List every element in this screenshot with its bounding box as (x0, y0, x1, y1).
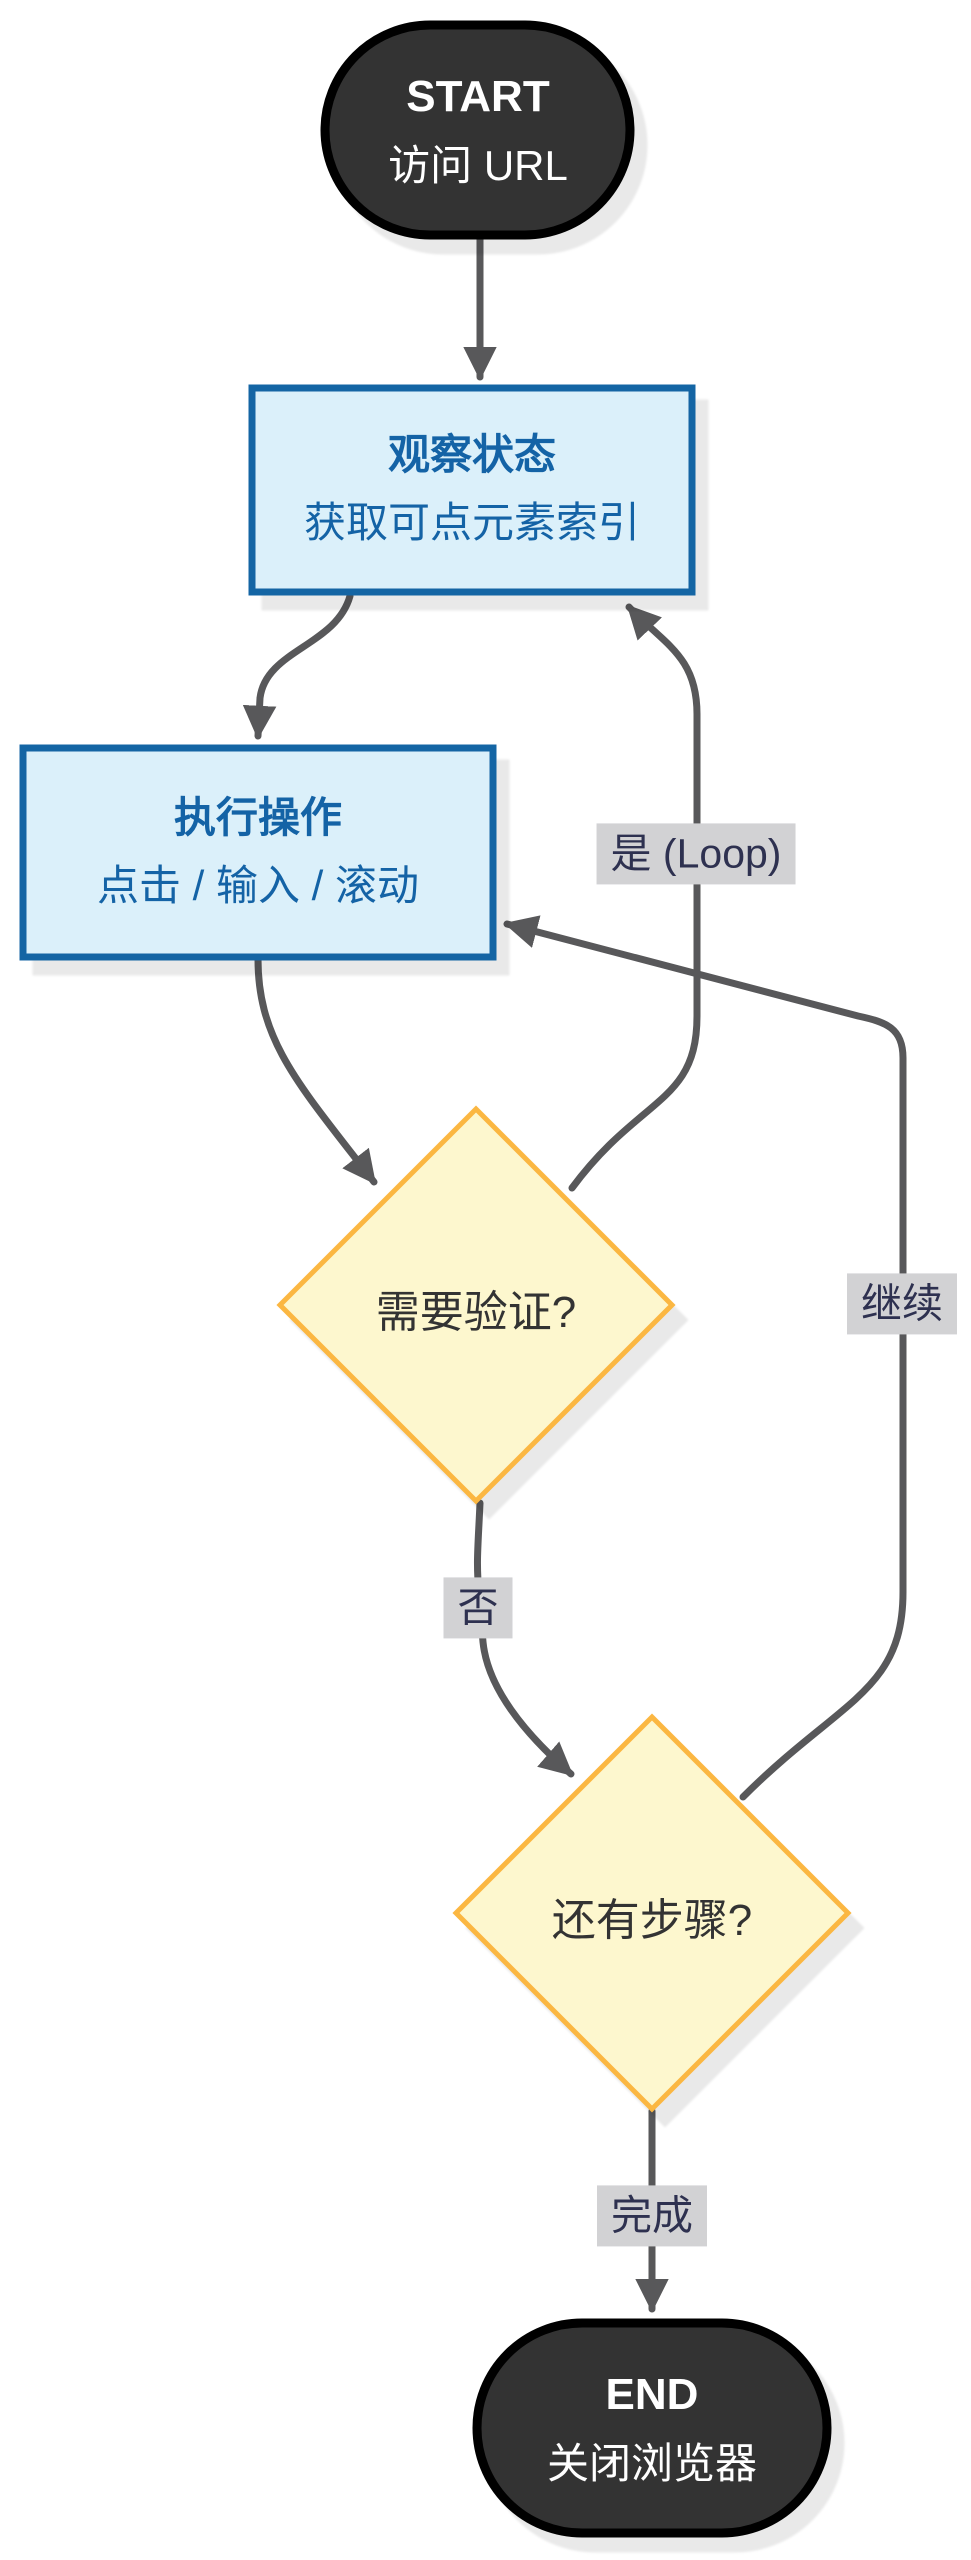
edge-label-done: 完成 (597, 2185, 707, 2247)
action-node-subtitle: 点击 / 输入 / 滚动 (96, 862, 420, 909)
action-node-label: 执行操作 点击 / 输入 / 滚动 (97, 797, 419, 907)
edge-verify-steps-no (473, 1499, 575, 1778)
end-node-shape (472, 2318, 832, 2538)
edge-verify-observe-yes (568, 603, 701, 1192)
verify-decision-shape (276, 1105, 676, 1505)
edge-steps-action-continue (503, 915, 907, 1801)
action-node-shape (19, 744, 497, 961)
observe-node-shape (248, 384, 696, 596)
end-node-title: END (605, 2370, 699, 2419)
start-node-subtitle: 访问 URL (388, 142, 568, 189)
start-node-title: START (406, 72, 550, 121)
edge-label-yes-loop: 是 (Loop) (596, 823, 796, 885)
start-node-shape (320, 20, 635, 240)
edge-label-continue: 继续 (847, 1273, 957, 1335)
start-node-label: START 访问 URL (388, 75, 568, 187)
end-node-label: END 关闭浏览器 (547, 2373, 757, 2485)
observe-node-label: 观察状态 获取可点元素索引 (304, 434, 640, 544)
end-node-subtitle: 关闭浏览器 (546, 2440, 758, 2487)
action-node-title: 执行操作 (173, 794, 343, 841)
observe-node-title: 观察状态 (387, 431, 557, 478)
edge-action-verify (254, 955, 378, 1186)
node-shapes (19, 20, 852, 2538)
observe-node-subtitle: 获取可点元素索引 (303, 499, 641, 546)
edge-label-no: 否 (443, 1577, 513, 1639)
edge-observe-action (242, 592, 354, 740)
verify-decision-label: 需要验证? (375, 1288, 577, 1337)
steps-decision-label: 还有步骤? (551, 1896, 753, 1945)
edges (242, 233, 907, 2313)
steps-decision-shape (452, 1713, 852, 2113)
